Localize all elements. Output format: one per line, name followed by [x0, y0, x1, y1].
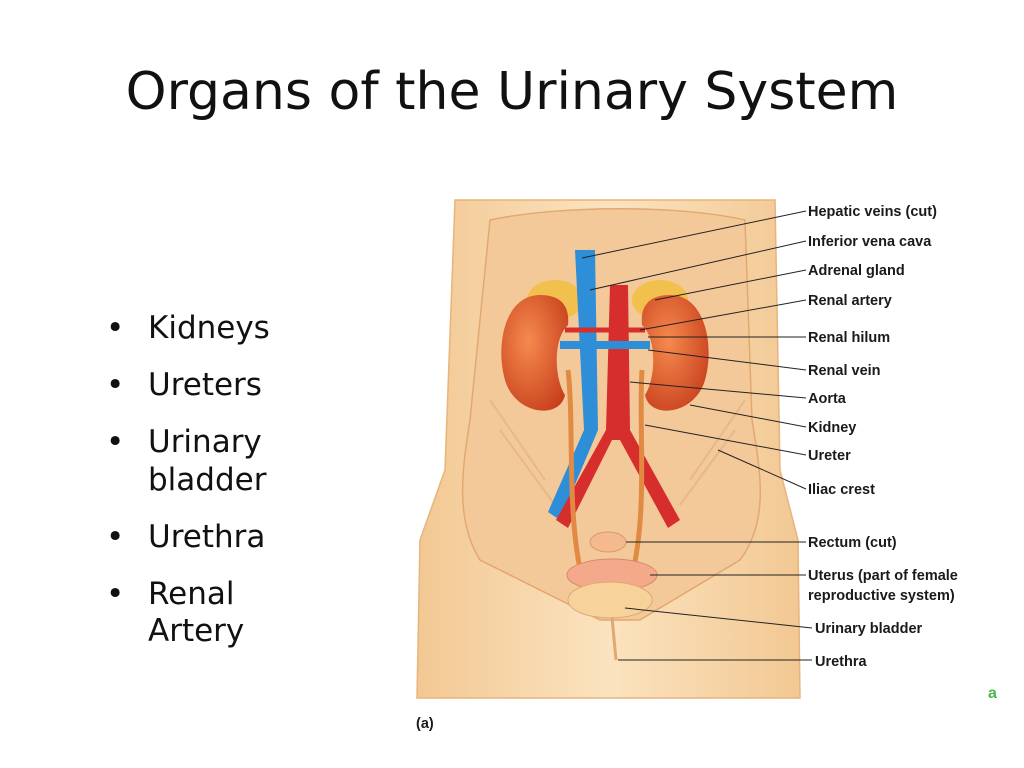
- leader-line: [639, 299, 807, 331]
- bullet-item-renal-artery: • Renal Artery: [106, 576, 308, 650]
- leader-line: [629, 381, 807, 399]
- bullet-text: Urethra: [148, 518, 266, 555]
- kidney-right: [641, 295, 709, 411]
- bullet-list: • Kidneys • Ureters • Urinary bladder • Uret…: [106, 310, 308, 670]
- label-kidney: Kidney: [808, 420, 856, 436]
- bullet-dot-icon: •: [106, 424, 125, 461]
- bullet-item-urethra: • Urethra: [106, 519, 308, 556]
- label-inferior-vena-cava: Inferior vena cava: [808, 234, 932, 250]
- label-renal-hilum: Renal hilum: [808, 330, 890, 346]
- label-urinary-bladder: Urinary bladder: [815, 621, 923, 637]
- edge-mark: a: [988, 685, 997, 702]
- leader-line: [689, 404, 807, 428]
- leader-line: [589, 240, 807, 291]
- inferior-vena-cava: [548, 250, 598, 520]
- leader-line: [654, 269, 807, 301]
- bullet-text: Ureters: [148, 367, 262, 404]
- bullet-item-kidneys: • Kidneys: [106, 310, 308, 347]
- muscle-fiber: [489, 399, 746, 506]
- label-iliac-crest: Iliac crest: [808, 482, 875, 498]
- bullet-dot-icon: •: [106, 310, 125, 346]
- aorta: [556, 285, 680, 528]
- label-renal-artery: Renal artery: [808, 293, 892, 309]
- urethra: [610, 616, 618, 661]
- label-urethra: Urethra: [815, 654, 868, 670]
- label-ureter: Ureter: [808, 448, 851, 464]
- bullet-dot-icon: •: [106, 575, 125, 612]
- leader-line: [647, 349, 807, 371]
- leader-line: [581, 210, 807, 259]
- urinary-bladder: [567, 581, 653, 619]
- label-aorta: Aorta: [808, 391, 847, 407]
- label-rectum: Rectum (cut): [808, 535, 897, 551]
- bullet-text: Urinary bladder: [148, 424, 267, 498]
- leader-line: [624, 607, 813, 629]
- label-renal-vein: Renal vein: [808, 363, 881, 379]
- kidney-left: [501, 295, 569, 411]
- bullet-text: Renal Artery: [148, 575, 245, 650]
- bullet-dot-icon: •: [106, 367, 125, 404]
- bullet-dot-icon: •: [106, 518, 125, 555]
- label-uterus-line1: Uterus (part of female: [808, 568, 958, 584]
- label-hepatic-veins: Hepatic veins (cut): [808, 204, 937, 220]
- ureter-left: [565, 369, 588, 591]
- slide-title: Organs of the Urinary System: [125, 62, 899, 122]
- bullet-text: Kidneys: [148, 310, 270, 346]
- leader-line: [717, 449, 807, 490]
- leader-line: [644, 424, 807, 456]
- bullet-item-urinary-bladder: • Urinary bladder: [106, 424, 308, 498]
- label-uterus-line2: reproductive system): [808, 588, 955, 604]
- panel-letter: (a): [416, 716, 434, 732]
- rectum: [589, 531, 627, 553]
- bullet-item-ureters: • Ureters: [106, 367, 308, 404]
- label-adrenal-gland: Adrenal gland: [808, 263, 905, 279]
